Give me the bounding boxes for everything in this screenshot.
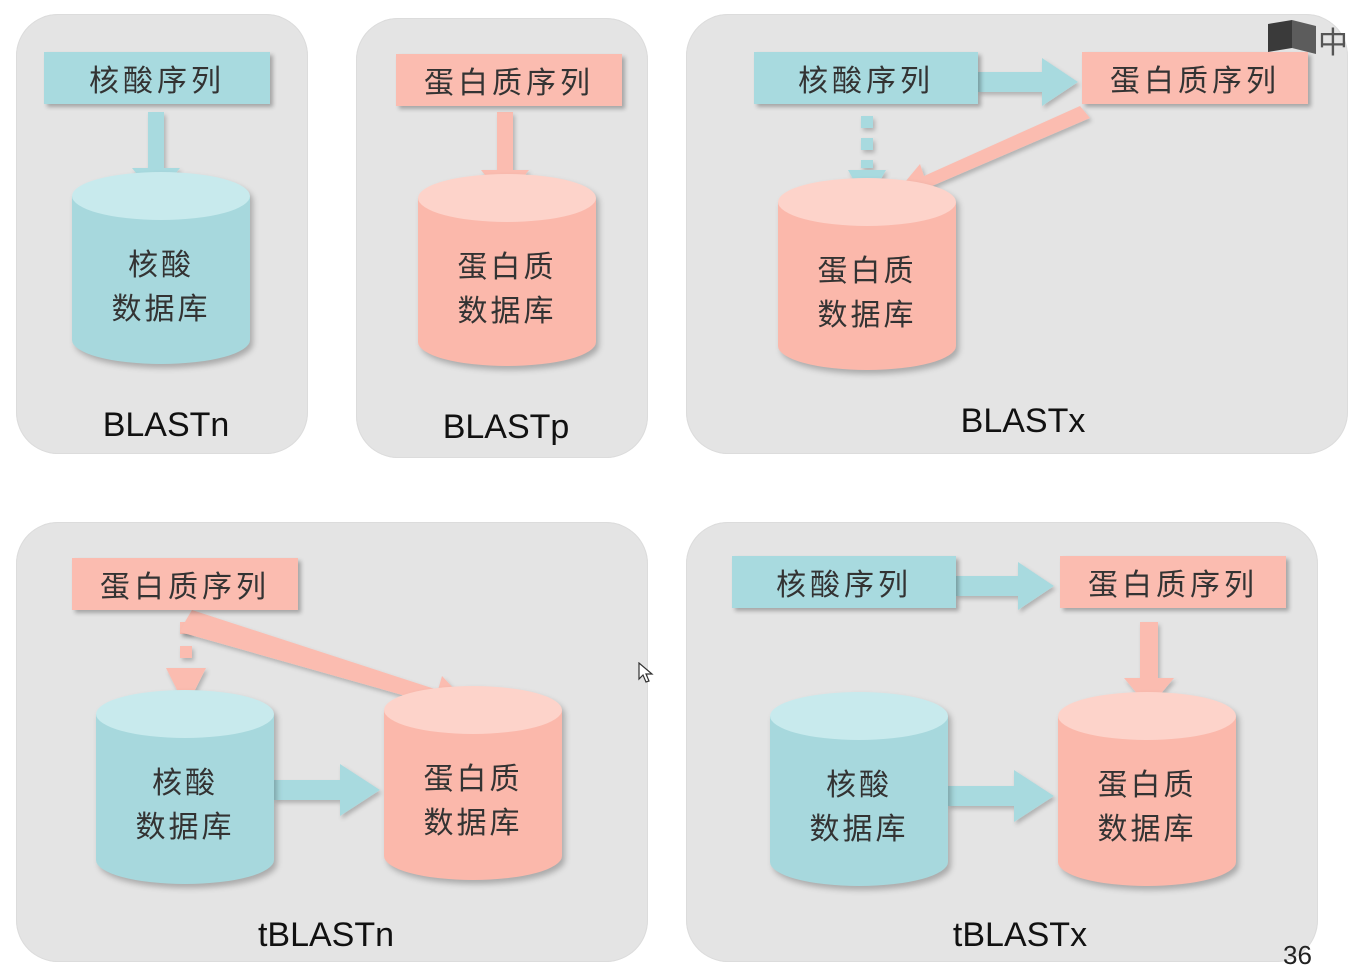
tblastx-translated-protein-database: 蛋白质数据库 xyxy=(1058,692,1236,886)
arrow-tblastx-translate-seq xyxy=(956,562,1054,610)
db-label-line2: 数据库 xyxy=(111,292,211,327)
db-label-line1: 蛋白质 xyxy=(423,762,523,797)
db-label-line2: 数据库 xyxy=(817,298,917,333)
db-label-line1: 核酸 xyxy=(152,766,218,801)
blastp-title: BLASTp xyxy=(442,408,570,446)
arrow-tblastx-down xyxy=(1124,622,1174,708)
course-logo-icon xyxy=(1268,20,1316,54)
arrow-blastx-diagonal xyxy=(890,106,1090,200)
db-label-line1: 核酸 xyxy=(128,248,194,283)
tblastn-translated-protein-database: 蛋白质数据库 xyxy=(384,686,562,880)
blastx-translated-protein-label: 蛋白质序列 xyxy=(1082,52,1308,104)
blastp-protein-database: 蛋白质数据库 xyxy=(418,174,596,366)
db-label-line2: 数据库 xyxy=(135,810,235,845)
blastx-title: BLASTx xyxy=(960,402,1086,440)
blastx-query-nucleic-label: 核酸序列 xyxy=(754,52,978,104)
page-number: 36 xyxy=(1283,940,1312,970)
arrow-blastx-translate xyxy=(978,58,1078,106)
db-label-line1: 蛋白质 xyxy=(817,254,917,289)
blastp-query-protein-label: 蛋白质序列 xyxy=(396,54,622,106)
tblastn-nucleic-database: 核酸数据库 xyxy=(96,690,274,884)
db-label-line1: 蛋白质 xyxy=(457,250,557,285)
db-label-line1: 蛋白质 xyxy=(1097,768,1197,803)
blastn-nucleic-database: 核酸数据库 xyxy=(72,172,250,364)
tblastx-title: tBLASTx xyxy=(952,916,1088,954)
blastx-protein-database: 蛋白质数据库 xyxy=(778,178,956,370)
logo-text: 中 xyxy=(1318,26,1348,61)
mouse-cursor-icon xyxy=(638,662,654,683)
db-label-line2: 数据库 xyxy=(1097,812,1197,847)
db-label-line2: 数据库 xyxy=(809,812,909,847)
db-label-line2: 数据库 xyxy=(423,806,523,841)
tblastx-translated-protein-label: 蛋白质序列 xyxy=(1060,556,1286,608)
tblastx-nucleic-database: 核酸数据库 xyxy=(770,692,948,886)
blastn-query-nucleic-label: 核酸序列 xyxy=(44,52,270,104)
db-label-line2: 数据库 xyxy=(457,294,557,329)
tblastn-query-protein-label: 蛋白质序列 xyxy=(72,558,298,610)
tblastn-title: tBLASTn xyxy=(257,916,395,954)
arrow-tblastx-translate-db xyxy=(948,770,1054,822)
db-label-line1: 核酸 xyxy=(826,768,892,803)
arrow-tblastn-translate xyxy=(274,764,380,816)
blastn-title: BLASTn xyxy=(102,406,230,444)
arrow-tblastn-diagonal xyxy=(180,610,476,720)
tblastx-query-nucleic-label: 核酸序列 xyxy=(732,556,956,608)
